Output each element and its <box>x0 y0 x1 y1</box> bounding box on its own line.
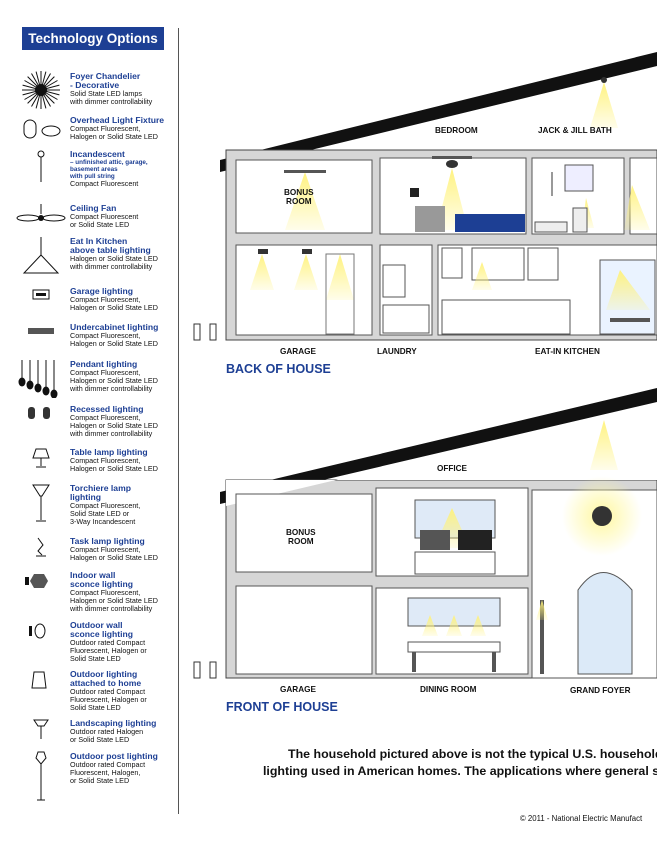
front-house-drawing <box>193 388 657 679</box>
technology-item-description: Compact Fluorescent, Halogen or Solid St… <box>70 331 158 349</box>
technology-options-panel: Technology Options Foyer Chandelier - De… <box>0 0 178 850</box>
section-front-of-house: FRONT OF HOUSE <box>226 700 338 714</box>
technology-item-subtitle: – unfinished attic, garage, basement are… <box>70 159 148 180</box>
technology-item-title: Foyer Chandelier - Decorative <box>70 71 141 90</box>
garage-light-icon <box>16 285 66 325</box>
room-label-bonus-back: BONUS ROOM <box>284 188 314 206</box>
technology-item-title: Eat In Kitchen above table lighting <box>70 236 151 255</box>
technology-item-title: Garage lighting <box>70 286 134 296</box>
technology-item-title: Task lamp lighting <box>70 536 145 546</box>
technology-options-title: Technology Options <box>22 27 164 50</box>
technology-item-description: Compact Fluorescent, Solid State LED or … <box>70 501 141 527</box>
technology-item-description: Compact Fluorescent, Halogen or Solid St… <box>70 124 158 142</box>
technology-item-title: Recessed lighting <box>70 404 144 414</box>
chandelier-icon <box>16 70 66 110</box>
technology-item-description: Compact Fluorescent, Halogen or Solid St… <box>70 368 158 394</box>
room-label-bath: JACK & JILL BATH <box>538 126 612 135</box>
room-label-foyer: GRAND FOYER <box>570 686 631 695</box>
technology-item-title: Outdoor post lighting <box>70 751 158 761</box>
technology-item-description: Compact Fluorescent, Halogen or Solid St… <box>70 413 158 439</box>
room-label-office: OFFICE <box>437 464 468 473</box>
technology-item-title: Indoor wall sconce lighting <box>70 570 134 589</box>
undercabinet-light-icon <box>16 321 66 361</box>
technology-item-description: Outdoor rated Compact Fluorescent, Halog… <box>70 760 146 786</box>
room-label-garage-back: GARAGE <box>280 347 316 356</box>
technology-item-description: Compact Fluorescent, Halogen or Solid St… <box>70 456 158 474</box>
technology-item-description: Compact Fluorescent or Solid State LED <box>70 212 139 230</box>
technology-item-description: Outdoor rated Halogen or Solid State LED <box>70 727 144 745</box>
room-label-dining: DINING ROOM <box>420 685 477 694</box>
technology-item-description: Outdoor rated Compact Fluorescent, Halog… <box>70 687 147 713</box>
technology-item-title: Pendant lighting <box>70 359 138 369</box>
technology-item-title: Outdoor wall sconce lighting <box>70 620 134 639</box>
landscape-light-icon <box>16 717 66 757</box>
room-label-garage-front: GARAGE <box>280 685 316 694</box>
back-house-drawing <box>193 52 657 341</box>
technology-item-title: Outdoor lighting attached to home <box>70 669 142 688</box>
technology-item-description: Compact Fluorescent, Halogen or Solid St… <box>70 545 158 563</box>
footer-text-line-1: The household pictured above is not the … <box>288 747 657 761</box>
overhead-fixture-icon <box>16 114 66 154</box>
table-lamp-icon <box>16 446 66 486</box>
technology-item: Incandescent– unfinished attic, garage, … <box>70 150 178 188</box>
sidebar-divider <box>178 28 179 814</box>
technology-item-description: Solid State LED lamps with dimmer contro… <box>70 89 153 107</box>
technology-item-description: Outdoor rated Compact Fluorescent, Halog… <box>70 638 147 664</box>
technology-item-title: Overhead Light Fixture <box>70 115 165 125</box>
footer-text-line-2: lighting used in American homes. The app… <box>262 764 657 778</box>
pendant-lights-icon <box>16 358 66 399</box>
room-label-kitchen: EAT-IN KITCHEN <box>535 347 600 356</box>
section-back-of-house: BACK OF HOUSE <box>226 362 331 376</box>
house-illustration <box>193 52 657 679</box>
technology-item-title: Torchiere lamp lighting <box>70 483 131 502</box>
house-diagram: BEDROOM JACK & JILL BATH BONUS ROOM GARA… <box>180 0 657 850</box>
technology-item-title: Undercabinet lighting <box>70 322 159 332</box>
technology-item-title: Ceiling Fan <box>70 203 117 213</box>
technology-item-description: Compact Fluorescent, Halogen or Solid St… <box>70 588 158 614</box>
technology-item-description: Compact Fluorescent, Halogen or Solid St… <box>70 295 158 313</box>
room-label-laundry: LAUNDRY <box>377 347 417 356</box>
outdoor-sconce-icon <box>16 619 66 659</box>
technology-item-description: Compact Fluorescent <box>70 179 139 188</box>
copyright: © 2011 - National Electric Manufact <box>520 814 643 823</box>
ceiling-fan-icon <box>16 202 66 242</box>
indoor-sconce-icon <box>16 569 66 609</box>
torchiere-lamp-icon <box>16 482 66 522</box>
outdoor-attached-light-icon <box>16 668 66 708</box>
kitchen-pendant-icon <box>16 235 66 275</box>
recessed-light-icon <box>16 403 66 443</box>
task-lamp-icon <box>16 535 66 575</box>
technology-item-title: Landscaping lighting <box>70 718 157 728</box>
technology-item-title: Incandescent <box>70 149 125 159</box>
technology-item-description: Halogen or Solid State LED with dimmer c… <box>70 254 158 272</box>
pull-string-bulb-icon <box>16 148 66 188</box>
technology-item-title: Table lamp lighting <box>70 447 148 457</box>
room-label-bedroom: BEDROOM <box>435 126 478 135</box>
room-label-bonus-front: BONUS ROOM <box>286 528 316 546</box>
post-light-icon <box>16 750 66 801</box>
